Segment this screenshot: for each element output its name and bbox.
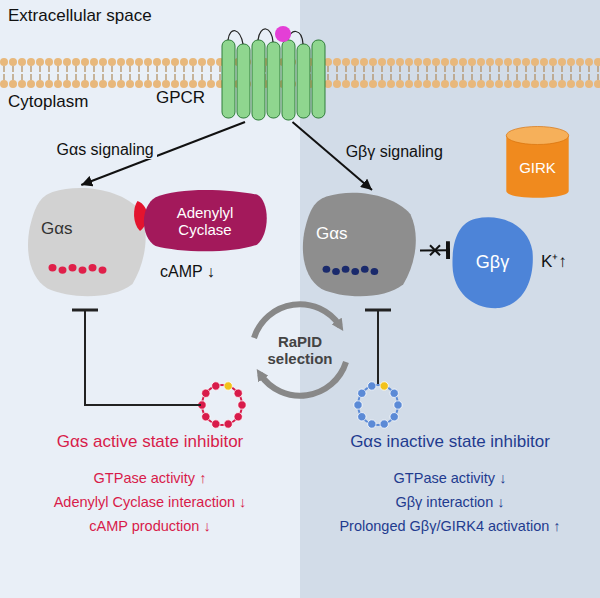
region-label: Cytoplasm xyxy=(8,92,88,112)
gpcr-helices xyxy=(222,26,325,120)
edge-label: Gαs signaling xyxy=(53,140,156,159)
node-label: Gαs xyxy=(41,219,73,239)
node-label: GIRK xyxy=(519,159,556,176)
g-protein: Gαs xyxy=(300,190,420,300)
receptor: GPCR xyxy=(150,30,340,122)
summary-text: Gβγ interaction ↓ xyxy=(395,494,504,511)
block-mark xyxy=(430,245,440,255)
g-protein: Gαs xyxy=(25,185,150,300)
node-label: GPCR xyxy=(156,88,205,108)
ion-channel: GIRK xyxy=(505,125,570,200)
summary-text: GTPase activity ↑ xyxy=(94,470,207,487)
node-label: Adenylyl Cyclase xyxy=(154,204,256,239)
effector-enzyme: Adenylyl Cyclase xyxy=(140,188,270,254)
summary-text: Prolonged Gβγ/GIRK4 activation ↑ xyxy=(339,518,560,535)
selection-cycle: RaPID selection xyxy=(250,300,350,400)
effect-label: cAMP ↓ xyxy=(160,262,215,281)
edge-label: Gβγ signaling xyxy=(343,142,446,161)
node-label: Gαs xyxy=(316,224,348,244)
left-panel xyxy=(0,0,300,598)
summary-text: cAMP production ↓ xyxy=(89,518,210,535)
g-protein-subunit: Gβγ xyxy=(450,215,535,310)
effect-label: K⁺↑ xyxy=(541,252,567,272)
summary-text: Adenylyl Cyclase interaction ↓ xyxy=(54,494,247,511)
summary-text: GTPase activity ↓ xyxy=(394,470,507,487)
cyclic-peptides xyxy=(198,382,402,428)
node-label: RaPID selection xyxy=(260,333,340,368)
node-outline xyxy=(300,190,420,300)
node-label: Gβγ xyxy=(476,252,509,273)
inhibition-lines xyxy=(72,310,391,405)
summary-text: Gαs inactive state inhibitor xyxy=(350,432,550,452)
summary-text: Gαs active state inhibitor xyxy=(57,432,244,452)
node-outline xyxy=(25,185,150,300)
rapid-cycle xyxy=(254,304,346,395)
right-panel xyxy=(300,0,600,598)
region-label: Extracellular space xyxy=(8,6,152,26)
